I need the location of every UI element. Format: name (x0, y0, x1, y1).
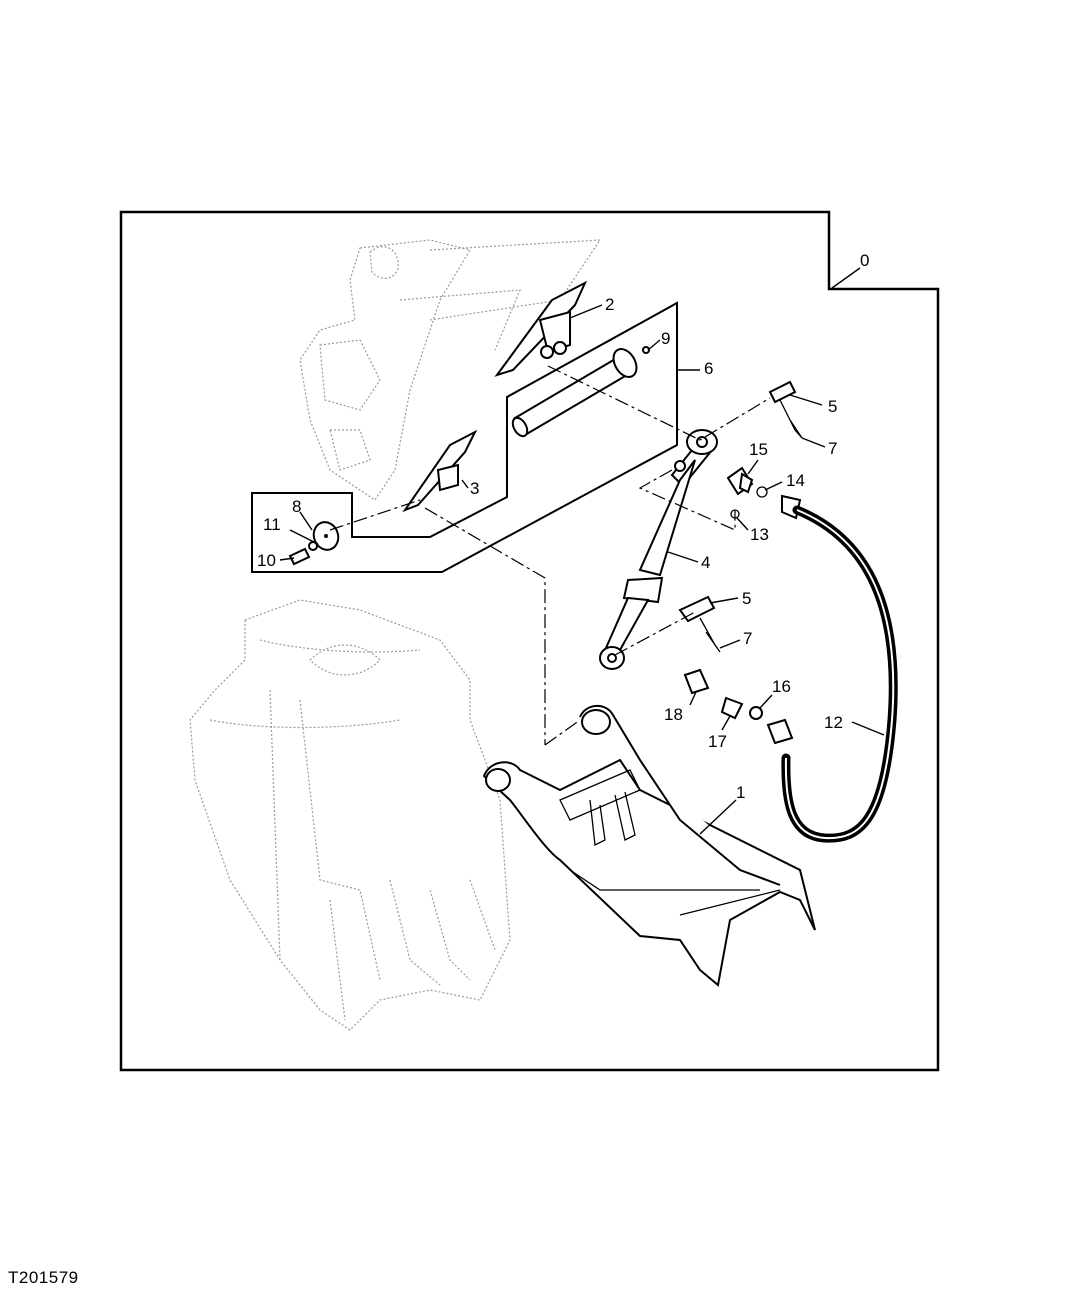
phantom-bucket (189, 599, 511, 1031)
hydraulic-cylinder-4 (599, 429, 718, 670)
callout-5b: 5 (742, 589, 751, 608)
callout-4: 4 (701, 553, 710, 572)
coupler-frame-1 (482, 704, 816, 987)
callout-6: 6 (704, 359, 713, 378)
callout-leader-0 (831, 267, 861, 289)
bracket-plate-3 (402, 429, 478, 513)
callout-10: 10 (257, 551, 276, 570)
callout-5a: 5 (828, 397, 837, 416)
leader-lines (279, 304, 885, 835)
callout-8: 8 (292, 497, 301, 516)
hydraulic-hose-12 (781, 505, 898, 843)
figure-id: T201579 (8, 1268, 79, 1287)
bracket-plate-2 (494, 280, 588, 377)
callout-0: 0 (860, 251, 869, 270)
callout-14: 14 (786, 471, 805, 490)
hydraulic-hose-12-core (784, 509, 895, 840)
callout-2: 2 (605, 295, 614, 314)
callout-9: 9 (661, 329, 670, 348)
diagram-frame (119, 210, 940, 1072)
callout-18: 18 (664, 705, 683, 724)
callout-7a: 7 (828, 439, 837, 458)
subassembly-outline (251, 301, 678, 573)
callout-labels: 0 1 2 3 4 5 5 6 7 7 8 9 10 11 12 13 14 1… (257, 251, 869, 802)
pin-5-lower (678, 595, 721, 653)
callout-3: 3 (470, 479, 479, 498)
pin-5-upper (768, 380, 803, 439)
callout-11: 11 (263, 515, 281, 534)
phantom-arm (299, 239, 602, 501)
pin-6 (511, 346, 650, 438)
callout-1: 1 (736, 783, 745, 802)
callout-17: 17 (708, 732, 727, 751)
centerlines (329, 365, 771, 746)
fittings (683, 466, 802, 745)
washer-8 (288, 521, 340, 566)
callout-12: 12 (824, 713, 843, 732)
callout-15: 15 (749, 440, 768, 459)
callout-7b: 7 (743, 629, 752, 648)
callout-16: 16 (772, 677, 791, 696)
callout-13: 13 (750, 525, 769, 544)
